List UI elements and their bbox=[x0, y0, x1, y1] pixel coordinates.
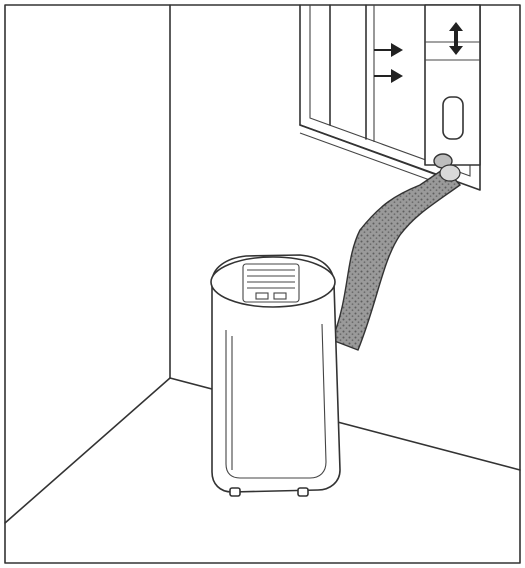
foot bbox=[230, 488, 240, 496]
window bbox=[300, 5, 480, 190]
portable-air-conditioner bbox=[211, 255, 340, 496]
foot bbox=[298, 488, 308, 496]
arrow-right-icon bbox=[374, 43, 403, 57]
exhaust-hose bbox=[332, 154, 460, 350]
arrow-right-icon bbox=[374, 69, 403, 83]
